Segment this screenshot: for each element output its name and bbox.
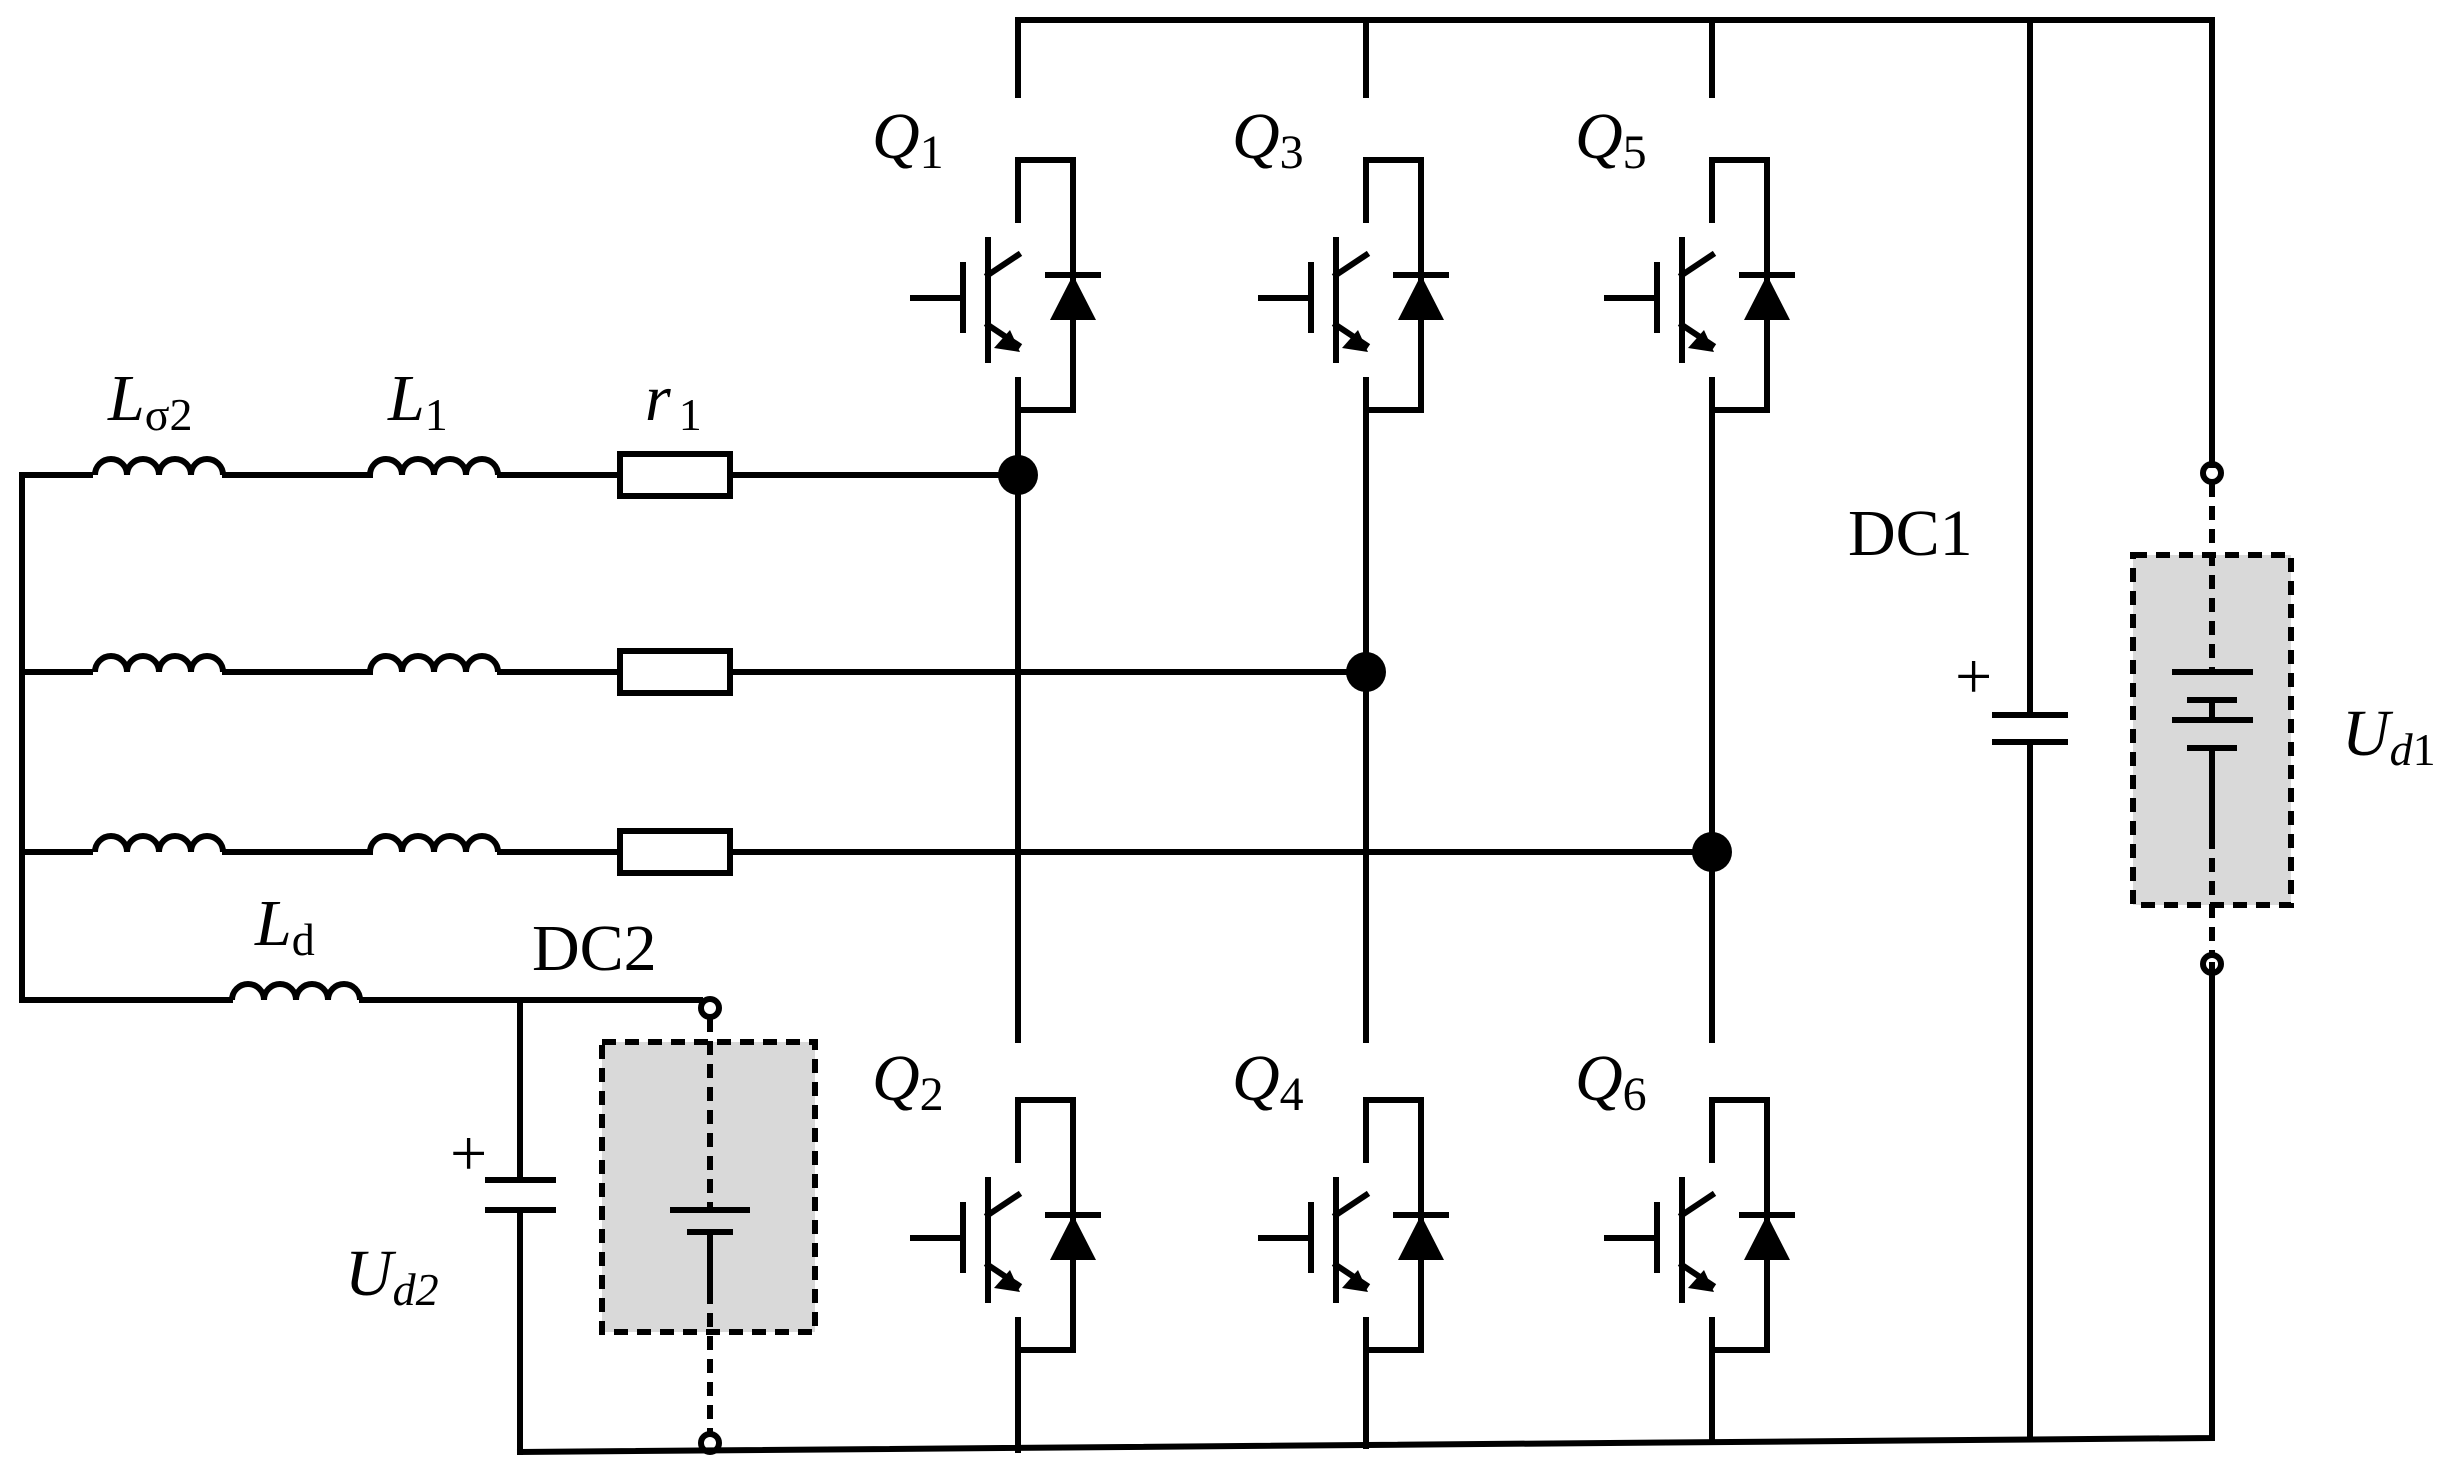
label-q4: Q4 bbox=[1232, 1042, 1304, 1121]
label-q2: Q2 bbox=[872, 1042, 944, 1121]
switch-q6 bbox=[1607, 1100, 1792, 1350]
switch-q5 bbox=[1607, 160, 1792, 410]
dc1-source-box bbox=[2130, 552, 2294, 908]
label-q1: Q1 bbox=[872, 100, 944, 179]
label-dc1: DC1 bbox=[1848, 497, 1973, 570]
inductor-phase-c-1 bbox=[95, 836, 223, 852]
dc2-plus-sign: + bbox=[450, 1117, 487, 1190]
resistor-phase-c bbox=[617, 828, 733, 876]
inductor-l1 bbox=[370, 459, 498, 475]
inductor-phase-b-1 bbox=[95, 656, 223, 672]
dc2-terminal-bottom bbox=[698, 1431, 722, 1455]
label-l1: L1 bbox=[387, 362, 448, 440]
inductor-ld bbox=[232, 984, 360, 1000]
label-q6: Q6 bbox=[1575, 1042, 1647, 1121]
inductor-l-sigma2 bbox=[95, 459, 223, 475]
label-l-sigma2: Lσ2 bbox=[107, 362, 193, 440]
node-phase-c bbox=[1692, 832, 1732, 872]
dc1-plus-sign: + bbox=[1955, 640, 1992, 713]
motor-left-bus bbox=[19, 472, 233, 1003]
switch-q2 bbox=[913, 1100, 1098, 1350]
top-dc-rail bbox=[1015, 17, 2215, 468]
label-ld: Ld bbox=[254, 887, 315, 965]
node-phase-b bbox=[1346, 652, 1386, 692]
inductor-phase-b-2 bbox=[370, 656, 498, 672]
bottom-dc-rail bbox=[516, 962, 2215, 1456]
switch-q3 bbox=[1261, 160, 1446, 410]
switch-q4 bbox=[1261, 1100, 1446, 1350]
inductor-phase-c-2 bbox=[370, 836, 498, 852]
label-ud1: Ud1 bbox=[2342, 697, 2436, 775]
label-ud2: Ud2 bbox=[345, 1237, 439, 1315]
switch-q1 bbox=[913, 160, 1098, 410]
dc2-terminal-top bbox=[698, 996, 722, 1020]
resistor-phase-b bbox=[617, 648, 733, 696]
resistor-r1 bbox=[617, 451, 733, 499]
node-phase-a bbox=[998, 455, 1038, 495]
label-dc2: DC2 bbox=[532, 912, 657, 985]
label-q3: Q3 bbox=[1232, 100, 1304, 179]
label-q5: Q5 bbox=[1575, 100, 1647, 179]
dc1-terminal-top bbox=[2200, 461, 2224, 485]
